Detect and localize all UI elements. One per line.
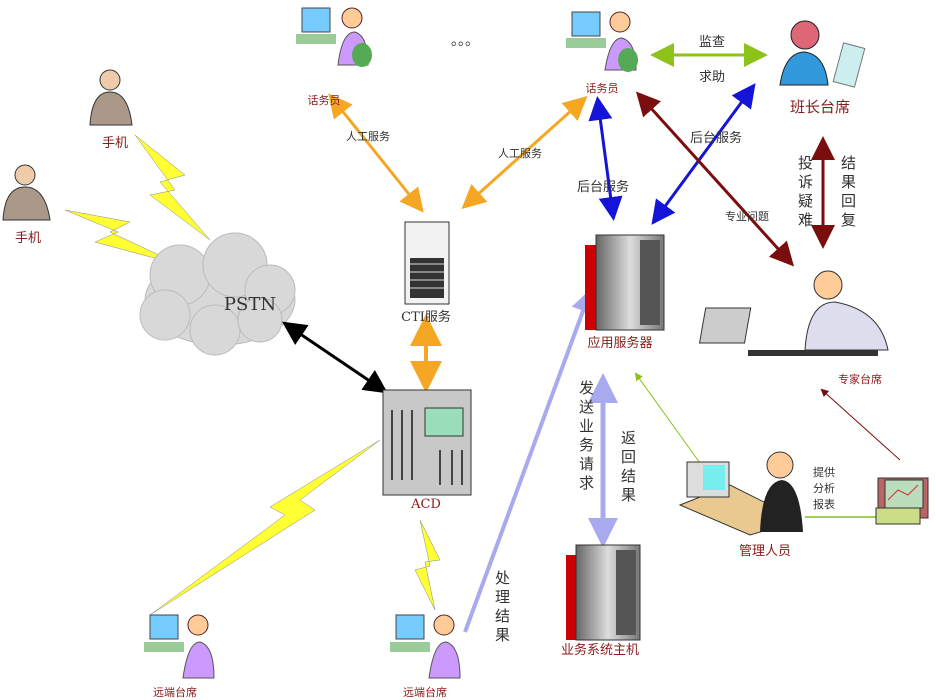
wireless-link-remote-right <box>414 519 441 611</box>
complaint-label: 投诉疑难 <box>796 155 814 231</box>
arrow-manager-app <box>634 372 706 471</box>
specialist-label: 专业问题 <box>725 210 769 223</box>
provide-report-label: 提供分析报表 <box>813 466 835 511</box>
arrow-backend-operator <box>588 96 623 221</box>
operator-left-label: 话务员 <box>307 94 341 107</box>
arrow-manual-right <box>461 95 588 210</box>
remote-agent-left-icon <box>144 614 215 679</box>
ellipsis: 。。。 <box>451 33 479 49</box>
send-request-label: 发送业务请求 <box>577 380 595 494</box>
arrow-backend-supervisor <box>651 83 756 225</box>
operator-right-icon <box>566 11 638 72</box>
arrow-manual-left <box>328 93 424 213</box>
acd-icon <box>382 389 472 496</box>
supervisor-icon <box>779 20 866 88</box>
pstn-cloud-icon <box>139 232 296 356</box>
mobile-user-1-icon <box>89 69 133 126</box>
return-result-label: 返回结果 <box>619 430 637 506</box>
backend-2-label: 后台服务 <box>689 131 743 146</box>
remote-left-label: 远端台席 <box>153 686 197 699</box>
operator-left-icon <box>296 7 372 67</box>
arrow-process-result <box>463 288 595 633</box>
mobile-2-label: 手机 <box>14 231 42 246</box>
wireless-link-remote-left <box>149 439 381 616</box>
arrow-pstn-acd <box>282 321 388 394</box>
acd-label: ACD <box>411 497 441 512</box>
result-reply-label: 结果回复 <box>839 155 857 231</box>
process-result-label: 处理结果 <box>493 570 511 646</box>
cti-label: CTI服务 <box>401 310 451 325</box>
arrow-report-expert <box>820 388 901 461</box>
expert-label: 专家台席 <box>838 373 882 386</box>
remote-agent-right-icon <box>390 614 461 679</box>
backend-1-label: 后台服务 <box>576 180 630 195</box>
cti-server-icon <box>404 221 450 305</box>
app-server-label: 应用服务器 <box>587 336 653 351</box>
manager-icon <box>678 451 803 536</box>
business-host-label: 业务系统主机 <box>560 643 640 658</box>
app-server-icon <box>585 234 665 331</box>
supervisor-label: 班长台席 <box>789 98 851 116</box>
arrow-specialist <box>635 91 795 267</box>
manual-right-label: 人工服务 <box>498 147 542 160</box>
mobile-user-2-icon <box>2 164 51 221</box>
report-icon <box>875 477 929 525</box>
business-host-icon <box>566 544 641 641</box>
mobile-1-label: 手机 <box>101 136 129 151</box>
monitor-label: 监查 <box>698 35 726 50</box>
expert-icon <box>698 270 889 356</box>
pstn-label: PSTN <box>223 294 277 315</box>
wireless-link-mobile-1 <box>134 134 211 241</box>
remote-right-label: 远端台席 <box>403 686 447 699</box>
operator-right-label: 话务员 <box>585 82 619 95</box>
help-label: 求助 <box>698 70 726 85</box>
manual-left-label: 人工服务 <box>346 130 390 143</box>
manager-label: 管理人员 <box>738 544 792 559</box>
